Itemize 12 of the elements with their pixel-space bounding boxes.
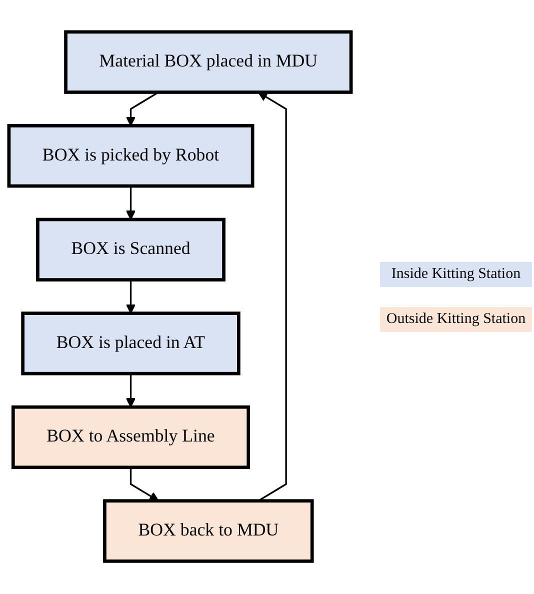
arrow bbox=[126, 186, 136, 220]
legend-entry: Inside Kitting Station bbox=[380, 262, 532, 287]
arrow bbox=[126, 280, 136, 314]
node-box: BOX is Scanned bbox=[36, 218, 226, 282]
node-box: BOX is placed in AT bbox=[21, 312, 240, 376]
legend-entry: Outside Kitting Station bbox=[380, 307, 532, 332]
node-box: Material BOX placed in MDU bbox=[64, 30, 353, 94]
node-box: BOX to Assembly Line bbox=[11, 406, 250, 470]
node-box: BOX is picked by Robot bbox=[7, 124, 254, 188]
arrow bbox=[126, 374, 136, 408]
arrow bbox=[130, 468, 159, 502]
node-box: BOX back to MDU bbox=[103, 500, 314, 564]
